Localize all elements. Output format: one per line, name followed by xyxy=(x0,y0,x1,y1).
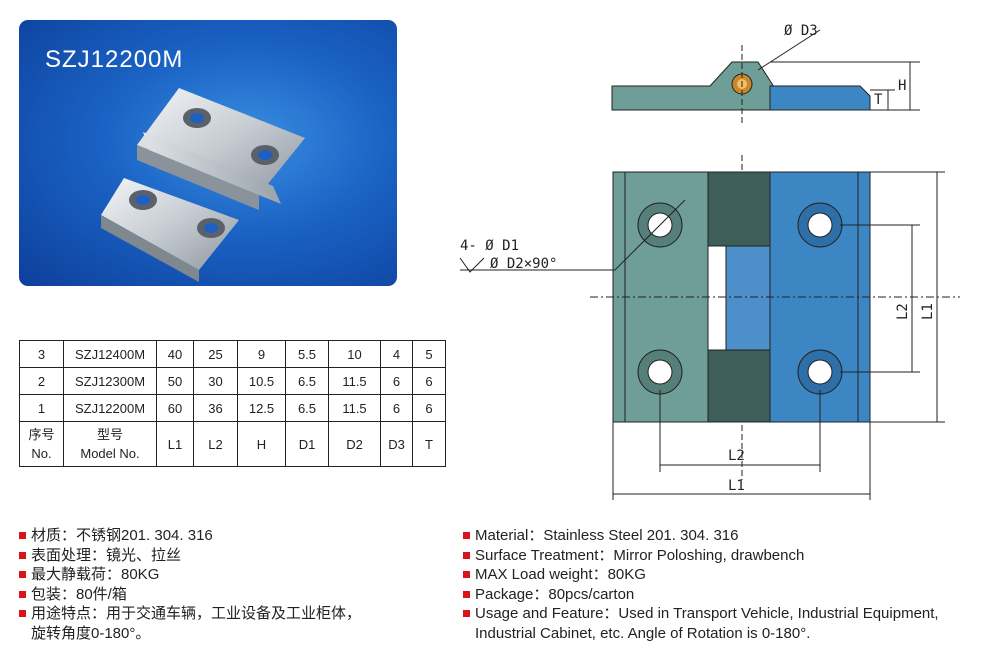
list-item: Surface Treatment：Mirror Poloshing, draw… xyxy=(463,546,998,566)
l1-bottom-label: L1 xyxy=(728,478,745,494)
l2-side-label: L2 xyxy=(895,303,911,320)
list-item: Package：80pcs/carton xyxy=(463,585,998,605)
d3-label: Ø D3 xyxy=(784,23,818,39)
list-item-continuation: 旋转角度0-180°。 xyxy=(31,624,151,642)
list-item: 包装：80件/箱 xyxy=(19,585,439,605)
list-item: Material：Stainless Steel 201. 304. 316 xyxy=(463,526,998,546)
hinge-photo xyxy=(101,88,305,282)
list-item: 表面处理：镜光、拉丝 xyxy=(19,546,439,566)
technical-drawing: Ø D3 H T 4- Ø D1 Ø D2×90° L1 L2 L2 xyxy=(459,23,960,500)
product-photo-panel: SZJ12200M xyxy=(19,20,397,286)
specs-english: Material：Stainless Steel 201. 304. 316 S… xyxy=(463,526,998,643)
list-item: MAX Load weight：80KG xyxy=(463,565,998,585)
specs-chinese: 材质：不锈钢201. 304. 316 表面处理：镜光、拉丝 最大静载荷：80K… xyxy=(19,526,439,643)
front-view xyxy=(459,155,960,500)
list-item: 最大静载荷：80KG xyxy=(19,565,439,585)
countersink-label: Ø D2×90° xyxy=(490,256,557,272)
product-title: SZJ12200M xyxy=(45,46,184,73)
t-label: T xyxy=(874,92,883,108)
h-label: H xyxy=(898,78,906,94)
list-item: 材质：不锈钢201. 304. 316 xyxy=(19,526,439,546)
list-item: 用途特点：用于交通车辆，工业设备及工业柜体， xyxy=(19,604,439,624)
side-view xyxy=(611,29,920,125)
l1-side-label: L1 xyxy=(920,303,936,320)
list-item: Usage and Feature：Used in Transport Vehi… xyxy=(463,604,998,624)
list-item-continuation: Industrial Cabinet, etc. Angle of Rotati… xyxy=(475,624,811,642)
holes-label: 4- Ø D1 xyxy=(460,238,519,254)
l2-bottom-label: L2 xyxy=(728,448,745,464)
